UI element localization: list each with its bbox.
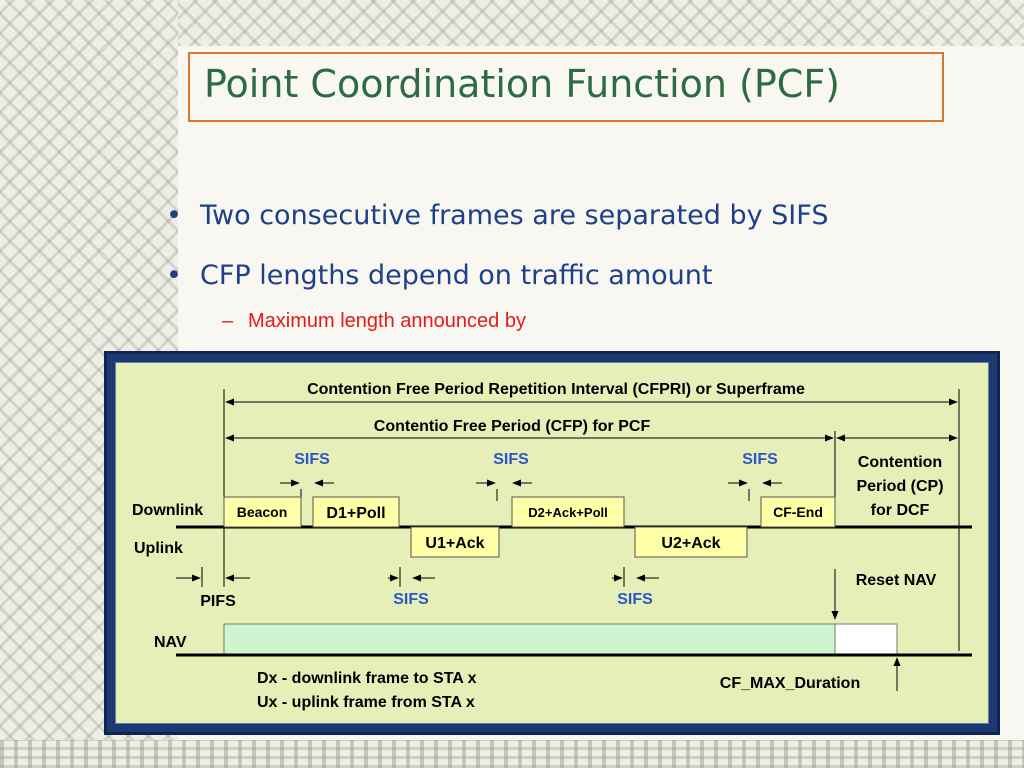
frame-d1-poll (312, 496, 400, 528)
sub-bullet-text: Maximum length announced by (248, 310, 526, 332)
decorative-border-bottom (0, 740, 1024, 768)
pcf-timing-diagram: Contention Free Period Repetition Interv… (132, 381, 972, 711)
bullet-item: • CFP lengths depend on traffic amount (166, 260, 712, 291)
downlink-label: Downlink (132, 502, 203, 519)
frame-cf-end (760, 496, 836, 528)
frame-beacon-label: Beacon (237, 504, 288, 520)
cfpri-label: Contention Free Period Repetition Interv… (307, 381, 805, 398)
frame-d1-poll-label: D1+Poll (326, 505, 385, 522)
bullet-text: CFP lengths depend on traffic amount (200, 260, 713, 291)
uplink-label: Uplink (134, 540, 183, 557)
bullet-item: • Two consecutive frames are separated by… (166, 200, 828, 231)
bullet-text: Two consecutive frames are separated by … (200, 200, 829, 231)
sifs-label: SIFS (493, 451, 529, 468)
cp-label-line-2: Period (CP) (856, 478, 943, 495)
nav-bar-cfp (223, 623, 836, 656)
cf-max-duration-label: CF_MAX_Duration (720, 675, 860, 692)
reset-nav-label: Reset NAV (856, 572, 937, 589)
diagram-background (115, 362, 989, 724)
sub-bullet-marker: – (222, 310, 234, 332)
nav-bar-max-remainder (834, 623, 898, 656)
frame-d2-ack-poll-label: D2+Ack+Poll (528, 505, 608, 520)
cp-label-line-1: Contention (858, 454, 942, 471)
sifs-label: SIFS (294, 451, 330, 468)
legend-line-2: Ux - uplink frame from STA x (257, 694, 475, 711)
slide-title: Point Coordination Function (PCF) (204, 62, 840, 106)
frame-u1-ack-label: U1+Ack (425, 535, 484, 552)
frame-u2-ack-label: U2+Ack (661, 535, 720, 552)
legend-line-1: Dx - downlink frame to STA x (257, 670, 477, 687)
sub-bullet-item: –Maximum length announced by (222, 310, 526, 333)
frame-beacon (223, 496, 302, 528)
sifs-label: SIFS (393, 591, 429, 608)
diagram-frame (104, 351, 1000, 735)
bullet-marker: • (166, 260, 182, 291)
frame-u1-ack (410, 526, 500, 558)
sifs-label: SIFS (617, 591, 653, 608)
cp-label-line-3: for DCF (871, 502, 930, 519)
frame-u2-ack (634, 526, 748, 558)
pifs-label: PIFS (200, 593, 236, 610)
title-box: Point Coordination Function (PCF) (188, 52, 944, 122)
frame-d2-ack-poll (511, 496, 625, 528)
nav-label: NAV (154, 634, 187, 651)
frame-cf-end-label: CF-End (773, 504, 823, 520)
cfp-label: Contentio Free Period (CFP) for PCF (374, 418, 651, 435)
bullet-marker: • (166, 200, 182, 231)
sifs-label: SIFS (742, 451, 778, 468)
